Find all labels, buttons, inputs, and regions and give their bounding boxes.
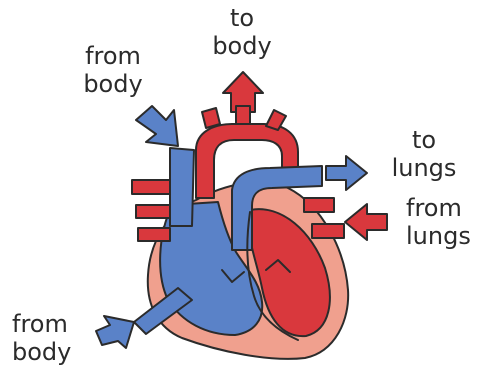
label-from-lungs-line2: lungs [406,222,488,250]
label-from-lungs-line1: from [406,194,488,222]
label-from-body-bottom: from body [12,310,94,366]
pulmonary-vein-left-1 [132,180,170,194]
label-from-body-top-line2: body [72,70,154,98]
label-from-body-bottom-line1: from [12,310,94,338]
pulmonary-vein-left-3 [138,228,170,241]
label-from-body-bottom-line2: body [12,338,94,366]
label-to-body-line1: to [203,4,281,32]
label-from-lungs: from lungs [406,194,488,250]
arrow-out-to-lungs [326,156,367,190]
label-to-body-line2: body [203,32,281,60]
label-from-body-top-line1: from [72,42,154,70]
label-to-lungs-line2: lungs [376,154,472,182]
arrow-in-from-body-top [136,106,178,146]
label-to-body: to body [203,4,281,60]
label-to-lungs-line1: to [376,126,472,154]
aortic-branch-2 [236,106,250,124]
arrow-in-from-lungs [345,204,387,240]
pulmonary-vein-left-2 [136,205,170,218]
pulmonary-vein-right-1 [304,198,334,212]
label-from-body-top: from body [72,42,154,98]
pulmonary-vein-right-2 [312,224,344,238]
label-to-lungs: to lungs [376,126,472,182]
superior-vena-cava [170,148,194,226]
arrow-in-from-body-bottom [96,316,134,348]
aortic-branch-1 [202,108,220,128]
